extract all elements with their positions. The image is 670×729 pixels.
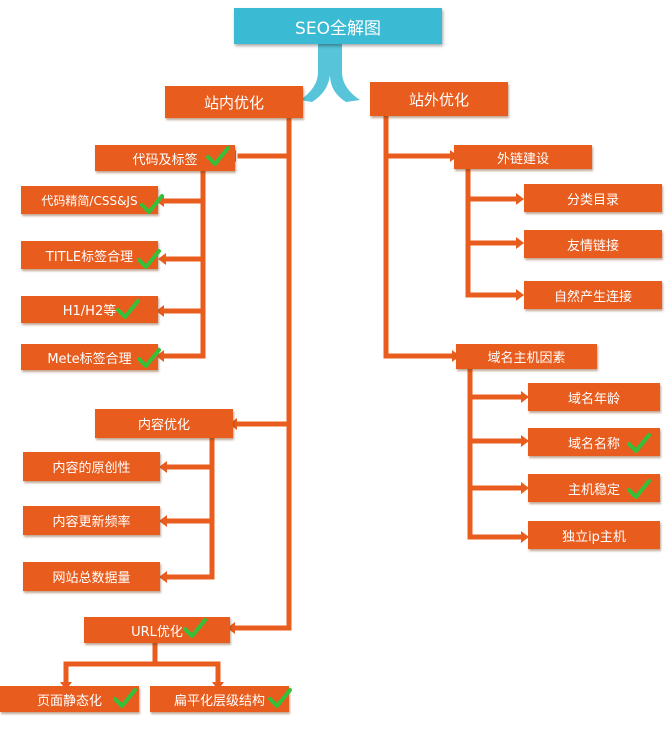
node-url-item: 页面静态化 (0, 686, 139, 712)
arrow-head (516, 289, 524, 301)
arrow-head (516, 193, 524, 205)
node-content: 内容优化 (95, 409, 233, 438)
node-code-item: 代码精简/CSS&JS (21, 186, 158, 214)
node-content-item: 网站总数据量 (23, 562, 160, 591)
arrow-head (521, 435, 529, 447)
arrow-head (521, 531, 529, 543)
node-url: URL优化 (84, 617, 230, 643)
arrow-head (158, 253, 166, 265)
node-content-item: 内容更新频率 (23, 506, 160, 535)
node-content-item: 内容的原创性 (23, 452, 160, 481)
node-domain-item: 独立ip主机 (528, 521, 660, 549)
arrow-head (159, 461, 167, 473)
node-code-item: Mete标签合理 (21, 344, 158, 370)
node-domain-item: 域名名称 (528, 428, 660, 456)
arrow-head (156, 305, 164, 317)
node-code-item: TITLE标签合理 (21, 241, 158, 269)
node-offsite: 站外优化 (370, 82, 508, 116)
node-links-item: 友情链接 (524, 230, 662, 258)
node-code-tags: 代码及标签 (95, 145, 235, 171)
title-arrow (330, 44, 360, 102)
node-links-item: 分类目录 (524, 184, 662, 212)
arrow-head (227, 622, 235, 634)
node-onsite: 站内优化 (165, 86, 303, 118)
arrow-head (516, 237, 524, 249)
node-links: 外链建设 (454, 145, 592, 169)
arrow-head (159, 515, 167, 527)
diagram-title: SEO全解图 (234, 8, 442, 44)
node-url-item: 扁平化层级结构 (150, 686, 289, 712)
arrow-head (159, 571, 167, 583)
title-arrow-left (300, 44, 330, 102)
node-domain-item: 主机稳定 (528, 474, 660, 502)
node-domain-item: 域名年龄 (528, 383, 660, 411)
node-code-item: H1/H2等 (21, 296, 158, 323)
node-links-item: 自然产生连接 (524, 281, 662, 309)
arrow-head (521, 482, 529, 494)
arrow-head (521, 391, 529, 403)
node-domain: 域名主机因素 (456, 344, 597, 369)
arrow-head (229, 418, 237, 430)
